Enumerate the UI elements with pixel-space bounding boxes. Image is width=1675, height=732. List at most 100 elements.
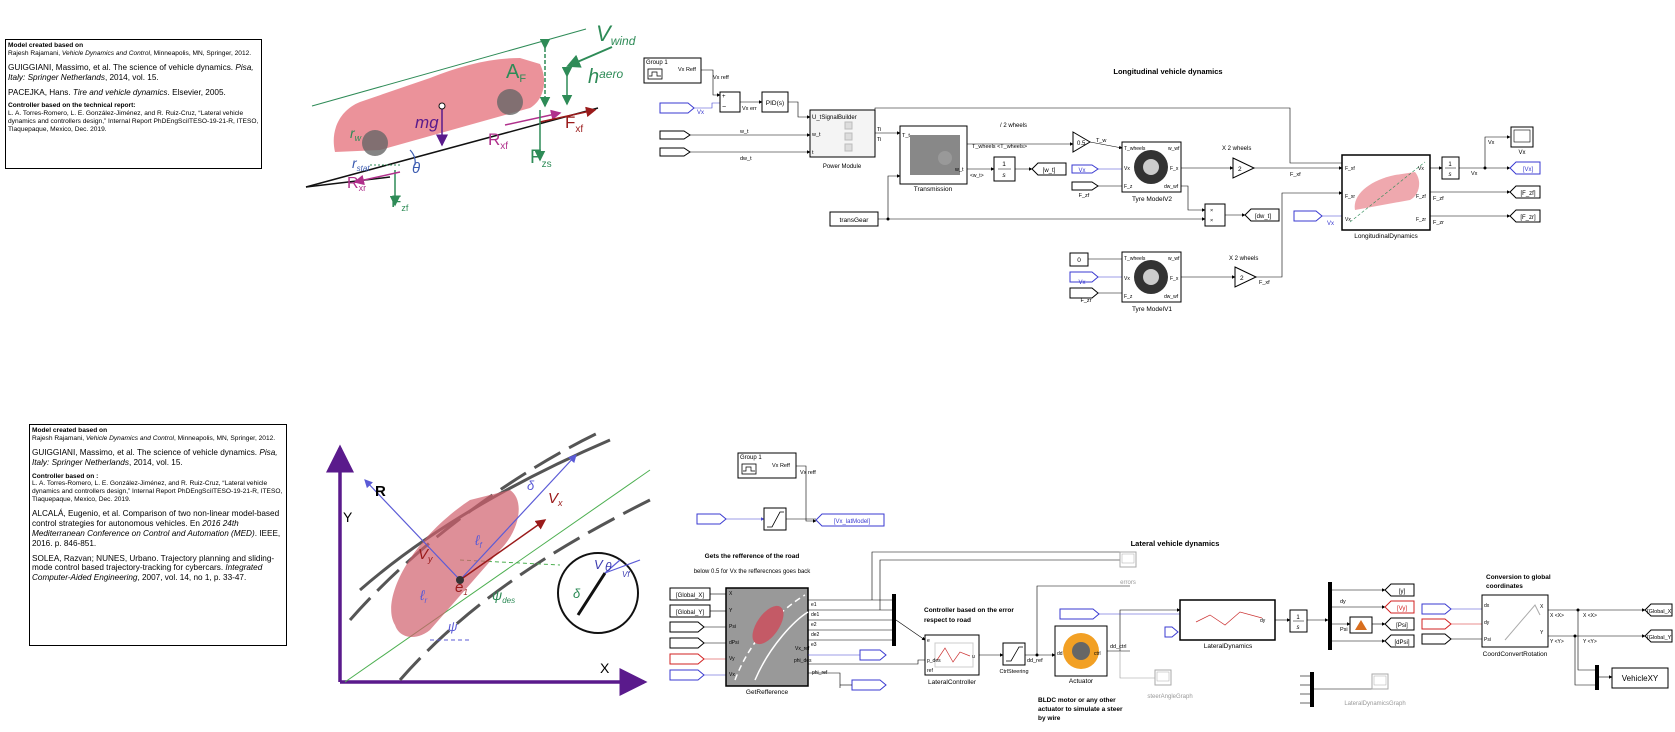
product-block[interactable]: × × — [1204, 203, 1226, 227]
transmission-block[interactable]: T_t w_t Transmission — [899, 125, 968, 193]
port-label: F_z — [1124, 184, 1133, 190]
goto-fzf[interactable]: [F_zf] — [1509, 185, 1541, 199]
sum-block[interactable]: + − — [719, 91, 741, 113]
goto-global-x[interactable]: [Global_X] — [1644, 603, 1673, 617]
matlab-function[interactable] — [1349, 616, 1373, 634]
goto-psi[interactable]: [Psi] — [1384, 617, 1415, 631]
gain-2-bottom[interactable]: 2 — [1234, 266, 1258, 288]
mux-bar-graph — [1310, 672, 1314, 707]
goto-dpsi[interactable]: [dPsi] — [1384, 634, 1415, 648]
inport-wt[interactable] — [659, 130, 691, 140]
goto-phiref[interactable] — [851, 679, 887, 691]
get-refference-block[interactable]: X Y Psi dPsi Vy Vx Vx_ref phi_des GetRef… — [725, 587, 812, 696]
from-psi[interactable] — [669, 621, 705, 633]
signal-label: X <X> — [1583, 613, 1597, 619]
group-signal-builder-lat[interactable]: Group 1 Vx Reff — [737, 452, 797, 479]
lateral-dynamics-block[interactable]: dy LateralDynamics — [1179, 599, 1276, 650]
tyre-model-v2[interactable]: T_wheels w_wf Vx F_x F_z dw_wf Tyre Mode… — [1121, 141, 1182, 203]
block-caption: / 2 wheels — [1000, 123, 1027, 129]
tag-label: [Global_Y] — [1647, 635, 1673, 641]
goto-wt[interactable]: [w_t] — [1031, 162, 1067, 176]
port-label: Psi — [1484, 637, 1491, 643]
tag-label: [y] — [1399, 589, 1406, 595]
from-global-y[interactable]: [Global_Y] — [669, 604, 711, 618]
from-dx-ccr[interactable] — [1421, 603, 1452, 615]
block-label: s — [1002, 172, 1006, 179]
goto-global-y[interactable]: [Global_Y] — [1644, 629, 1673, 643]
port-label: F_x — [1170, 276, 1179, 282]
goto-dwt[interactable]: [dw_t] — [1244, 208, 1280, 222]
from-transgear[interactable]: transGear — [829, 211, 879, 227]
from-vx-ld[interactable]: Vx — [1293, 210, 1334, 227]
goto-fzr[interactable]: [F_zr] — [1509, 209, 1541, 223]
signal-label: T_wheels <T_wheels> — [972, 144, 1027, 150]
pid-controller[interactable]: PID(s) — [761, 91, 789, 113]
coord-convert-rotation[interactable]: dx dy Psi X Y CoordConvertRotation — [1481, 594, 1549, 658]
tag-label: [Global_X] — [676, 593, 704, 599]
gain-half[interactable]: 0.5 — [1072, 131, 1091, 153]
signal-label: Vx reff — [800, 470, 816, 476]
from-vy[interactable] — [669, 653, 705, 665]
port-label: Vx — [1124, 276, 1130, 282]
power-module-block[interactable]: U_tSignalBuilder w_t t Power Module — [809, 109, 876, 170]
annotation: actuator to simulate a steer — [1038, 706, 1123, 713]
from-ref-latdyn[interactable] — [1164, 626, 1179, 638]
from-vx-lat[interactable] — [669, 669, 705, 681]
gain-2-top[interactable]: 2 — [1232, 157, 1256, 179]
inport-lat[interactable] — [696, 513, 727, 525]
lateral-controller-block[interactable]: e p_des ref u LateralController — [924, 634, 980, 686]
from-fzf[interactable]: F_zf — [1071, 181, 1099, 199]
from-psi-ccr[interactable] — [1421, 633, 1452, 645]
scope-vx[interactable]: Vx — [1510, 126, 1534, 156]
label-delta: δ — [527, 478, 535, 493]
inport-dwt[interactable] — [659, 147, 691, 157]
label-theta: θ — [412, 160, 420, 177]
from-vx[interactable]: Vx — [659, 102, 704, 116]
scope-errors[interactable]: errors — [1119, 551, 1137, 586]
tag-label: Vx — [697, 110, 704, 116]
goto-vy[interactable]: [Vy] — [1384, 600, 1415, 614]
port-label: Psi — [729, 624, 736, 630]
port-label: F_xf — [1345, 166, 1355, 172]
signal-label: F_zr — [1433, 220, 1444, 226]
port-label: Vx — [1345, 217, 1351, 223]
actuator-block[interactable]: dd ctrl Actuator — [1054, 625, 1108, 685]
goto-vx[interactable]: [Vx] — [1509, 161, 1541, 175]
block-label: 0 — [1077, 257, 1081, 264]
signal-label: de1 — [811, 612, 820, 618]
scope-lateral-graph[interactable]: LateralDynamicsGraph — [1344, 673, 1406, 707]
note-text: ALCALÁ, Eugenio, et al. Comparison of tw… — [32, 509, 280, 528]
from-fzr[interactable]: F_zr — [1069, 287, 1099, 304]
block-label: 1 — [1296, 615, 1300, 621]
group-signal-builder[interactable]: Group 1 Vx Reff — [643, 57, 702, 84]
port-label: dx — [1484, 603, 1490, 609]
ctrl-steering-saturation[interactable]: CtrlSteering — [999, 642, 1029, 675]
integrator-block[interactable]: 1 s — [993, 156, 1016, 182]
longitudinal-dynamics-block[interactable]: F_xf F_xr Vx Vx F_zf F_zr LongitudinalDy… — [1341, 154, 1431, 240]
from-global-x[interactable]: [Global_X] — [669, 587, 711, 601]
from-dpsi[interactable] — [669, 637, 705, 649]
tyre-model-v1[interactable]: T_wheels w_wf Vx F_x F_z dw_wf Tyre Mode… — [1121, 251, 1182, 313]
scope-steer-angle[interactable]: steerAngleGraph — [1147, 669, 1193, 700]
tag-label: [Global_Y] — [676, 610, 704, 616]
constant-zero[interactable]: 0 — [1069, 252, 1089, 267]
tag-label: [dPsi] — [1394, 640, 1409, 646]
goto-y[interactable]: [y] — [1384, 583, 1415, 597]
integrator-vx[interactable]: 1 s — [1441, 156, 1460, 180]
port-label: dy — [1260, 618, 1266, 624]
from-vx-tyre2[interactable]: Vx — [1071, 164, 1099, 174]
from-dy-ccr[interactable] — [1421, 618, 1452, 630]
vehicle-xy-scope[interactable]: VehicleXY — [1611, 667, 1669, 689]
from-vx-tyre1[interactable]: Vx — [1069, 271, 1099, 286]
goto-vx-latmodel[interactable]: [Vx_latModel] — [815, 513, 885, 527]
block-label: × — [1210, 218, 1213, 224]
saturation-block[interactable] — [763, 507, 787, 531]
goto-vxref[interactable] — [859, 649, 887, 661]
from-vx-latdyn[interactable] — [1059, 608, 1100, 620]
x-axis-label: X — [600, 660, 610, 676]
integrator-lat[interactable]: 1 s — [1289, 609, 1308, 633]
annotation: coordinates — [1486, 583, 1523, 590]
note-text: Vehicle Dynamics and Control — [85, 434, 174, 442]
port-label: X — [1540, 604, 1544, 610]
